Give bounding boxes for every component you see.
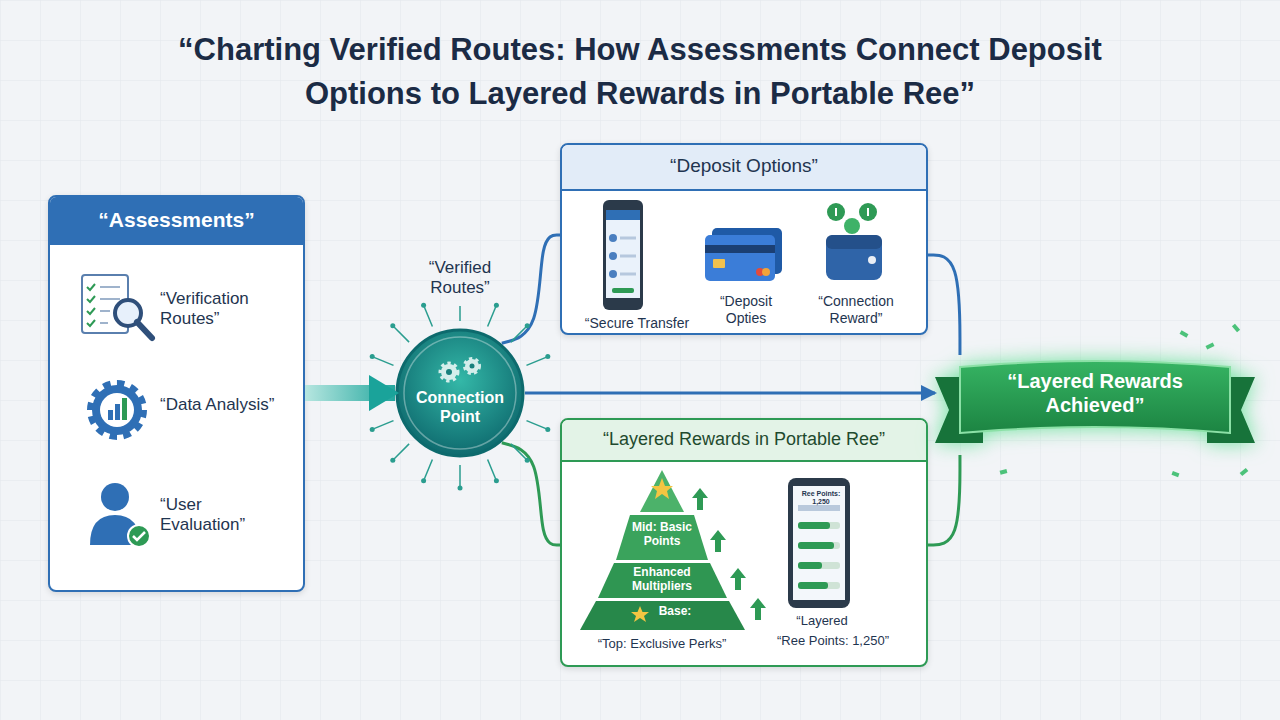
ray-dot [370, 427, 375, 432]
ray-dot [545, 427, 550, 432]
ray [424, 305, 433, 326]
route-line [502, 235, 560, 343]
item-label: “Data Analysis” [160, 395, 285, 415]
ray [459, 465, 461, 488]
diagram-title: “Charting Verified Routes: How Assessmen… [150, 28, 1130, 116]
ray-dot [421, 303, 426, 308]
ray [527, 357, 548, 366]
circle-label: Connection Point [400, 388, 520, 426]
ray [393, 326, 409, 342]
flow-arrow [305, 385, 395, 401]
ray-dots [370, 303, 551, 491]
deposit-panel: “Deposit Options” “Secure Transfer“Deposi… [560, 143, 928, 335]
radiating-rays [372, 305, 548, 488]
ray-dot [458, 486, 463, 491]
screen-label: Ree Points: 1,250 [794, 490, 848, 507]
ray [511, 326, 527, 342]
ray [527, 421, 548, 430]
ray-dot [545, 354, 550, 359]
item-label: “Secure Transfer [567, 315, 707, 332]
phone-caption: “Ree Points: 1,250” [758, 633, 908, 649]
panel-heading: “Assessments” [50, 207, 303, 232]
tier-label: Mid: Basic Points [624, 520, 700, 549]
achievement-ribbon: “Layered Rewards Achieved” [935, 355, 1255, 455]
item-label: “Connection Reward” [806, 293, 906, 327]
ray-dot [370, 354, 375, 359]
confetti-piece [1240, 468, 1249, 476]
rewards-panel: “Layered Rewards in Portable Ree” Mid: Ba… [560, 418, 928, 667]
item-label: “Deposit Opties [710, 293, 782, 327]
confetti-piece [1232, 324, 1240, 333]
ray [372, 357, 393, 366]
panel-heading: “Layered Rewards in Portable Ree” [562, 429, 926, 451]
connection-circle: “Verified Routes”Connection Point [395, 328, 525, 458]
ray [488, 305, 497, 326]
confetti-piece [1000, 469, 1008, 475]
ray [393, 444, 409, 460]
ribbon-label: “Layered Rewards Achieved” [980, 369, 1210, 417]
ray [424, 460, 433, 481]
ray [511, 444, 527, 460]
tier-label: Base: [650, 604, 700, 618]
item-label: “User Evaluation” [160, 495, 285, 536]
panel-heading: “Deposit Options” [562, 155, 926, 178]
route-line [928, 255, 960, 355]
confetti-piece [1171, 471, 1179, 477]
ray-dot [494, 303, 499, 308]
circle-fill [397, 330, 523, 456]
ray-dot [525, 458, 530, 463]
flow-arrow [525, 392, 935, 395]
ray-dot [494, 478, 499, 483]
ray [488, 460, 497, 481]
pyramid-caption: “Top: Exclusive Perks” [582, 636, 742, 652]
assessment-panel: “Assessments” “Verification Routes” “Data … [48, 195, 305, 592]
ray-dot [421, 478, 426, 483]
confetti-piece [1206, 342, 1215, 349]
route-line [928, 455, 960, 545]
item-label: “Verification Routes” [160, 289, 285, 330]
tier-label: Enhanced Multipliers [612, 565, 712, 594]
confetti-piece [1180, 330, 1189, 337]
phone-caption: “Layered [762, 613, 882, 629]
circle-heading: “Verified Routes” [405, 258, 515, 299]
ray [459, 306, 461, 321]
ray-dot [525, 323, 530, 328]
ray-dot [390, 323, 395, 328]
ray-dot [390, 458, 395, 463]
ribbon-band [960, 361, 1230, 433]
ray [372, 421, 393, 430]
route-line [502, 443, 560, 545]
